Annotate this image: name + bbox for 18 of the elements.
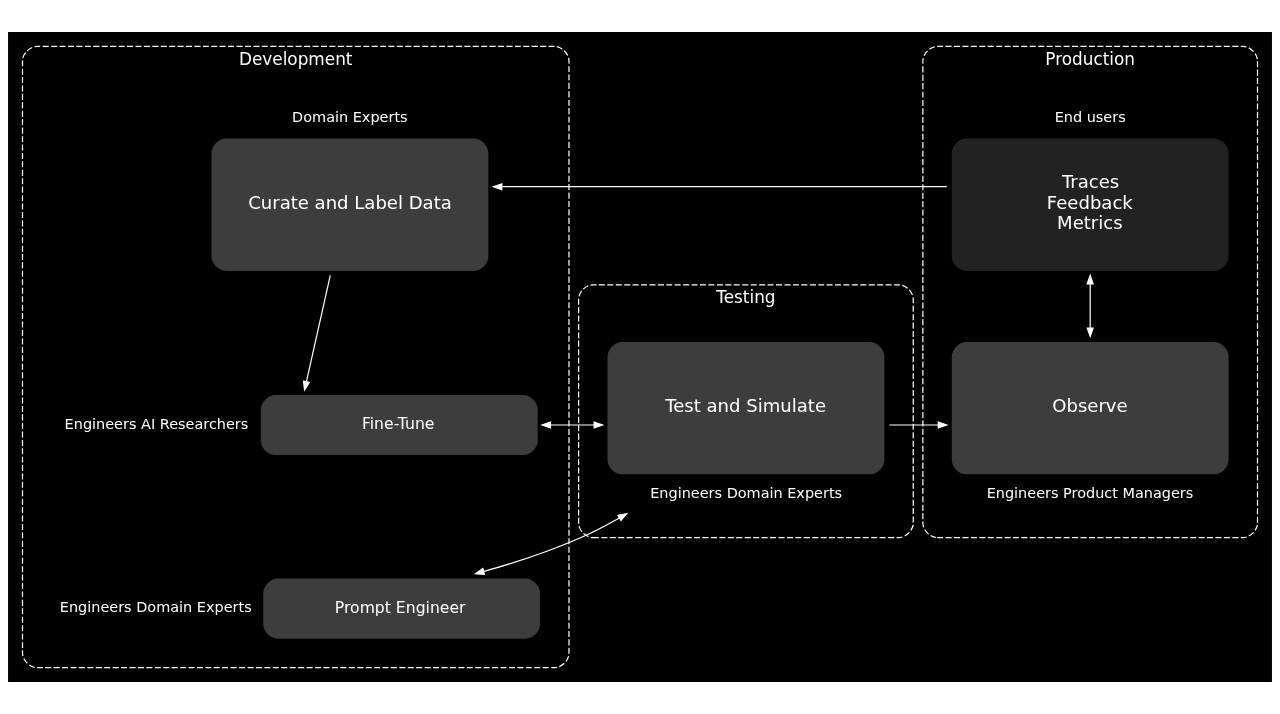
node-label: Engineers Domain Experts: [59, 599, 252, 616]
node-label: Engineers Product Managers: [986, 484, 1194, 501]
node-label: End users: [1054, 109, 1126, 126]
node-box: Prompt Engineer: [263, 578, 541, 639]
node-label: Engineers Domain Experts: [650, 484, 843, 501]
node-box: Test and Simulate: [607, 341, 885, 475]
node-box: Observe: [951, 341, 1229, 475]
arrow: [888, 421, 949, 429]
arrow: [540, 421, 605, 429]
node-box: Fine-Tune: [260, 394, 538, 456]
arrow: [473, 512, 629, 575]
node-box: Curate and Label Data: [211, 138, 489, 271]
node-label: Domain Experts: [292, 109, 408, 126]
arrow: [1086, 273, 1094, 339]
node-label: Engineers AI Researchers: [64, 415, 249, 432]
arrow: [491, 182, 948, 191]
node-box: Traces Feedback Metrics: [951, 138, 1229, 271]
arrow: [302, 274, 331, 392]
